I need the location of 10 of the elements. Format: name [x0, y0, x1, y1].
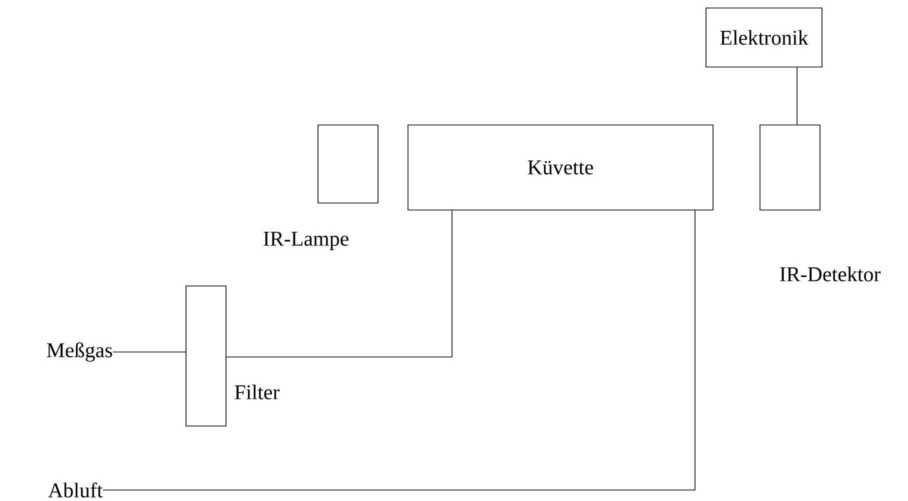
component-label: IR-Lampe	[264, 232, 348, 250]
gas-label: Meßgas	[46, 342, 112, 362]
component-box: Elektronik	[706, 8, 822, 68]
pipe-line	[226, 210, 452, 358]
gas-label: Abluft	[48, 482, 103, 498]
component-label: Filter	[234, 384, 280, 400]
pipe-line	[796, 67, 798, 125]
component-label: IR-Detektor	[780, 266, 881, 282]
component-box: Küvette	[408, 124, 714, 210]
pipe-line	[102, 210, 696, 490]
